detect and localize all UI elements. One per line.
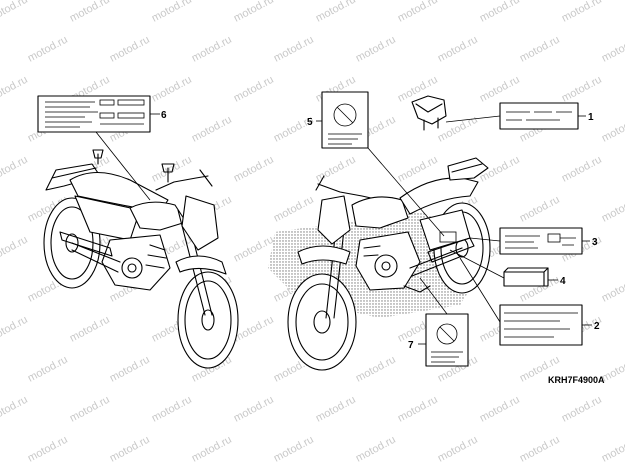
label-5-sticker — [321, 91, 369, 149]
watermark-text: motod.ru — [560, 0, 604, 25]
label-4-sticker — [503, 267, 549, 287]
watermark-text: motod.ru — [314, 154, 358, 185]
watermark-text: motod.ru — [26, 434, 70, 465]
figure-code: KRH7F4900A — [548, 375, 605, 385]
watermark-text: motod.ru — [0, 154, 30, 185]
watermark-text: motod.ru — [314, 394, 358, 425]
callout-6: 6 — [161, 110, 167, 121]
watermark-text: motod.ru — [150, 394, 194, 425]
watermark-text: motod.ru — [272, 434, 316, 465]
watermark-text: motod.ru — [108, 434, 152, 465]
watermark-text: motod.ru — [232, 74, 276, 105]
watermark-text: motod.ru — [518, 34, 562, 65]
watermark-text: motod.ru — [436, 34, 480, 65]
watermark-text: motod.ru — [518, 434, 562, 465]
watermark-text: motod.ru — [396, 0, 440, 25]
watermark-text: motod.ru — [600, 34, 625, 65]
watermark-text: motod.ru — [600, 114, 625, 145]
left-motorcycle — [43, 149, 239, 369]
callout-3: 3 — [592, 237, 598, 248]
leader-lines — [95, 113, 592, 345]
watermark-text: motod.ru — [396, 154, 440, 185]
watermark-text: motod.ru — [436, 434, 480, 465]
watermark-text: motod.ru — [0, 74, 30, 105]
watermark-text: motod.ru — [26, 34, 70, 65]
watermark-text: motod.ru — [560, 154, 604, 185]
watermark-text: motod.ru — [396, 394, 440, 425]
watermark-text: motod.ru — [68, 394, 112, 425]
watermark-text: motod.ru — [0, 234, 30, 265]
label-7-sticker — [425, 313, 469, 367]
callout-1: 1 — [588, 112, 594, 123]
watermark-text: motod.ru — [232, 234, 276, 265]
watermark-text: motod.ru — [600, 434, 625, 465]
helmet-holder-part — [411, 95, 447, 131]
watermark-text: motod.ru — [354, 34, 398, 65]
label-3-sticker — [499, 227, 583, 255]
watermark-text: motod.ru — [232, 394, 276, 425]
watermark-text: motod.ru — [354, 354, 398, 385]
watermark-text: motod.ru — [272, 194, 316, 225]
watermark-text: motod.ru — [150, 74, 194, 105]
watermark-text: motod.ru — [560, 74, 604, 105]
watermark-text: motod.ru — [150, 0, 194, 25]
watermark-text: motod.ru — [0, 0, 30, 25]
watermark-text: motod.ru — [68, 0, 112, 25]
watermark-text: motod.ru — [0, 314, 30, 345]
label-6-sticker — [37, 95, 151, 133]
watermark-text: motod.ru — [518, 194, 562, 225]
callout-5: 5 — [307, 117, 313, 128]
right-motorcycle — [268, 157, 491, 371]
watermark-text: motod.ru — [314, 0, 358, 25]
watermark-text: motod.ru — [108, 354, 152, 385]
watermark-text: motod.ru — [68, 314, 112, 345]
label-1-sticker — [499, 102, 579, 130]
watermark-text: motod.ru — [232, 0, 276, 25]
callout-2: 2 — [594, 321, 600, 332]
callout-4: 4 — [560, 276, 566, 287]
label-2-sticker — [499, 304, 583, 346]
watermark-text: motod.ru — [190, 434, 234, 465]
watermark-text: motod.ru — [478, 74, 522, 105]
watermark-text: motod.ru — [354, 434, 398, 465]
watermark-text: motod.ru — [190, 114, 234, 145]
watermark-text: motod.ru — [600, 274, 625, 305]
watermark-text: motod.ru — [478, 394, 522, 425]
watermark-text: motod.ru — [190, 34, 234, 65]
watermark-text: motod.ru — [560, 394, 604, 425]
watermark-text: motod.ru — [478, 0, 522, 25]
watermark-text: motod.ru — [232, 154, 276, 185]
watermark-text: motod.ru — [108, 34, 152, 65]
watermark-text: motod.ru — [600, 194, 625, 225]
watermark-text: motod.ru — [0, 394, 30, 425]
watermark-text: motod.ru — [272, 34, 316, 65]
callout-7: 7 — [408, 340, 414, 351]
watermark-text: motod.ru — [26, 354, 70, 385]
